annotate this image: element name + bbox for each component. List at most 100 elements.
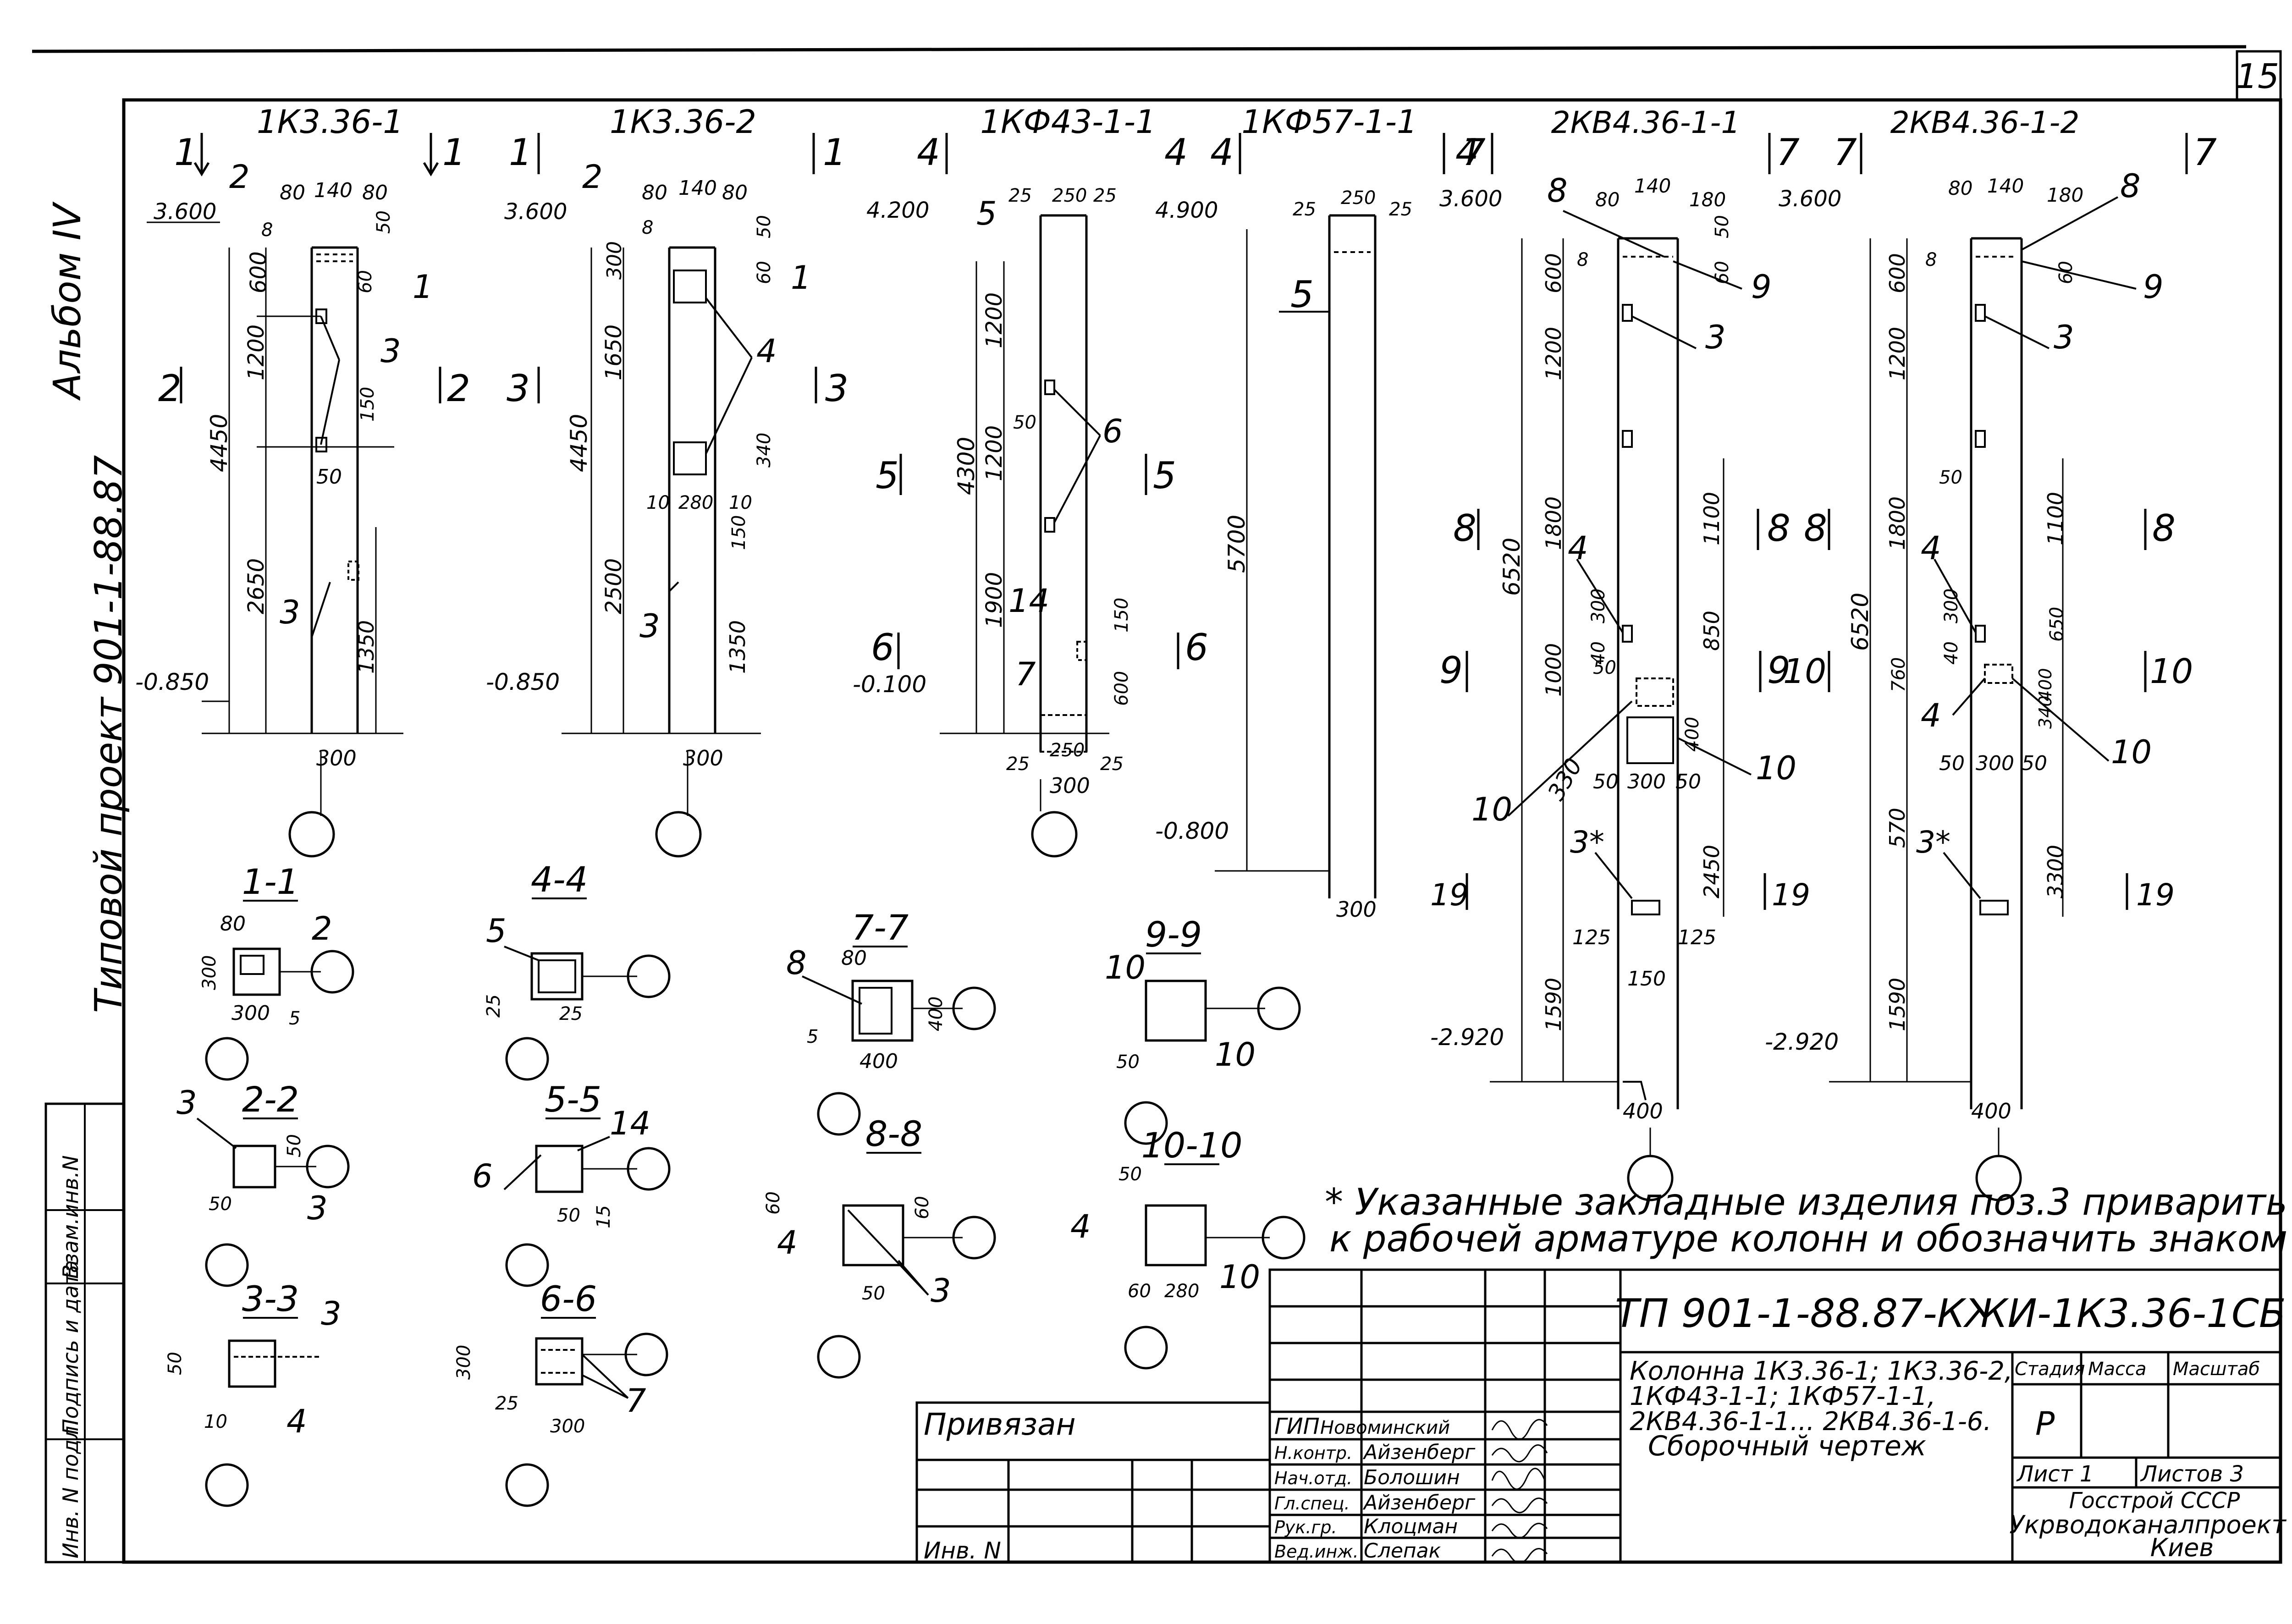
- side-stamp: Инв. N подл. Подпись и дата Взам.инв.N: [44, 1102, 125, 1563]
- cut-mark: 19: [1430, 877, 1469, 913]
- callout: 4: [1921, 697, 1941, 734]
- dim: 5: [807, 1026, 818, 1047]
- signature: [1491, 1523, 1548, 1539]
- dim: 400: [2035, 668, 2055, 701]
- section-1-1: 1-1 80 300 300 5 2: [199, 861, 354, 1081]
- dim: 25: [1008, 185, 1032, 206]
- section-3-3: 3-3 50 10 3 4: [165, 1278, 342, 1507]
- dim: 340: [754, 433, 775, 468]
- section-label: 8-8: [865, 1113, 922, 1154]
- staff-name: Айзенберг: [1362, 1441, 1476, 1464]
- dim: 1590: [1885, 978, 1910, 1031]
- cut-mark: 3: [825, 367, 848, 410]
- dim: 300: [1050, 773, 1090, 798]
- dim: 600: [1885, 253, 1910, 293]
- level-bottom: -0.850: [135, 669, 209, 695]
- callout: 4: [286, 1403, 307, 1440]
- dim: 1800: [1885, 496, 1910, 550]
- dim: 25: [495, 1393, 518, 1414]
- callout: 5: [486, 912, 507, 950]
- dim: 25: [1006, 754, 1030, 775]
- callout: 5: [1290, 273, 1314, 316]
- dim: 300: [1627, 770, 1666, 793]
- section-label: 3-3: [242, 1278, 299, 1319]
- column-2kv4-36-1-2: 2КВ4.36-1-2 7 7 3.600 600 1200 1800 6520…: [1765, 105, 2217, 1201]
- dim: 1100: [1699, 492, 1724, 545]
- dim: 150: [1111, 598, 1132, 633]
- signature: [1491, 1468, 1546, 1490]
- level-top: 4.900: [1155, 198, 1218, 223]
- dim: 140: [678, 176, 717, 200]
- dim: 25: [483, 994, 504, 1018]
- cut-mark: 10: [2150, 652, 2193, 691]
- dim: 4300: [953, 437, 980, 495]
- dim: 300: [550, 1416, 585, 1437]
- cut-mark: 8: [1453, 507, 1477, 550]
- dim: 3300: [2043, 845, 2068, 898]
- staff-name: Болошин: [1364, 1466, 1460, 1489]
- callout: 1: [413, 268, 433, 306]
- project-label: Типовой проект 901-1-88.87: [87, 455, 131, 1013]
- dim: 50: [373, 210, 394, 234]
- org-line: Киев: [2150, 1533, 2214, 1562]
- dim: 50: [1593, 770, 1619, 793]
- dim: 80: [1595, 188, 1620, 211]
- dim: 80: [841, 947, 867, 970]
- axis-bubble: [1975, 1155, 2022, 1201]
- cut-mark: 8: [1767, 507, 1791, 550]
- dim: 280: [678, 492, 713, 513]
- staff-role: Гл.спец.: [1274, 1493, 1350, 1514]
- level-top: 3.600: [1439, 186, 1502, 212]
- callout: 4: [1921, 529, 1941, 567]
- callout: 14: [610, 1105, 650, 1142]
- callout: 10: [1756, 749, 1796, 787]
- section-label: 10-10: [1141, 1125, 1243, 1166]
- section-label: 9-9: [1145, 914, 1202, 955]
- cut-mark: 1: [509, 131, 532, 174]
- axis-bubble: [1031, 811, 1078, 858]
- section-label: 6-6: [540, 1278, 597, 1319]
- callout: 3: [307, 1189, 328, 1227]
- dim: 50: [1712, 215, 1733, 238]
- dim: 300: [1336, 897, 1377, 922]
- drawing-designation: ТП 901-1-88.87-КЖИ-1К3.36-1СБ: [1615, 1291, 2286, 1337]
- staff-role: Рук.гр.: [1274, 1517, 1337, 1537]
- signature: [1491, 1419, 1548, 1440]
- callout: 4: [756, 332, 777, 370]
- cut-mark: 4: [917, 131, 940, 174]
- dim: 25: [1093, 185, 1117, 206]
- section-2-2: 2-2 50 50 3 3: [176, 1079, 350, 1287]
- dim: 6520: [1499, 538, 1525, 596]
- section-label: 4-4: [531, 859, 588, 900]
- stage-header: Стадия: [2015, 1359, 2085, 1380]
- dim: 6520: [1847, 593, 1873, 651]
- callout: 2: [582, 158, 603, 196]
- dim: 250: [1341, 187, 1376, 209]
- dim: 600: [1541, 253, 1566, 293]
- privyazan-label: Привязан: [924, 1407, 1076, 1442]
- level-top: 3.600: [1779, 186, 1841, 212]
- dim: 1200: [1885, 327, 1910, 380]
- cut-mark: 7: [1776, 131, 1800, 174]
- axis-bubble: [1627, 1155, 1674, 1201]
- cut-mark: 4: [1164, 131, 1188, 174]
- staff-role: Нач.отд.: [1274, 1468, 1352, 1488]
- dim: 280: [1164, 1281, 1199, 1302]
- callout: 3: [380, 332, 401, 370]
- callout: 10: [1471, 791, 1512, 828]
- callout: 6: [472, 1157, 493, 1195]
- dim: 50: [1939, 752, 1965, 775]
- dim: 300: [1976, 752, 2014, 775]
- level-bottom: -2.920: [1430, 1024, 1504, 1051]
- dim: 2650: [243, 558, 269, 614]
- dim: 1200: [243, 325, 269, 380]
- callout: 10: [1215, 1036, 1256, 1073]
- column-title: 1КФ57-1-1: [1241, 103, 1417, 141]
- dim: 650: [2046, 607, 2067, 642]
- stage-value: Р: [2035, 1405, 2055, 1442]
- column-title: 1КФ43-1-1: [980, 103, 1156, 141]
- dim: 1350: [725, 620, 750, 674]
- axis-bubble: [655, 811, 702, 858]
- column-title: 1К3.36-1: [257, 103, 403, 141]
